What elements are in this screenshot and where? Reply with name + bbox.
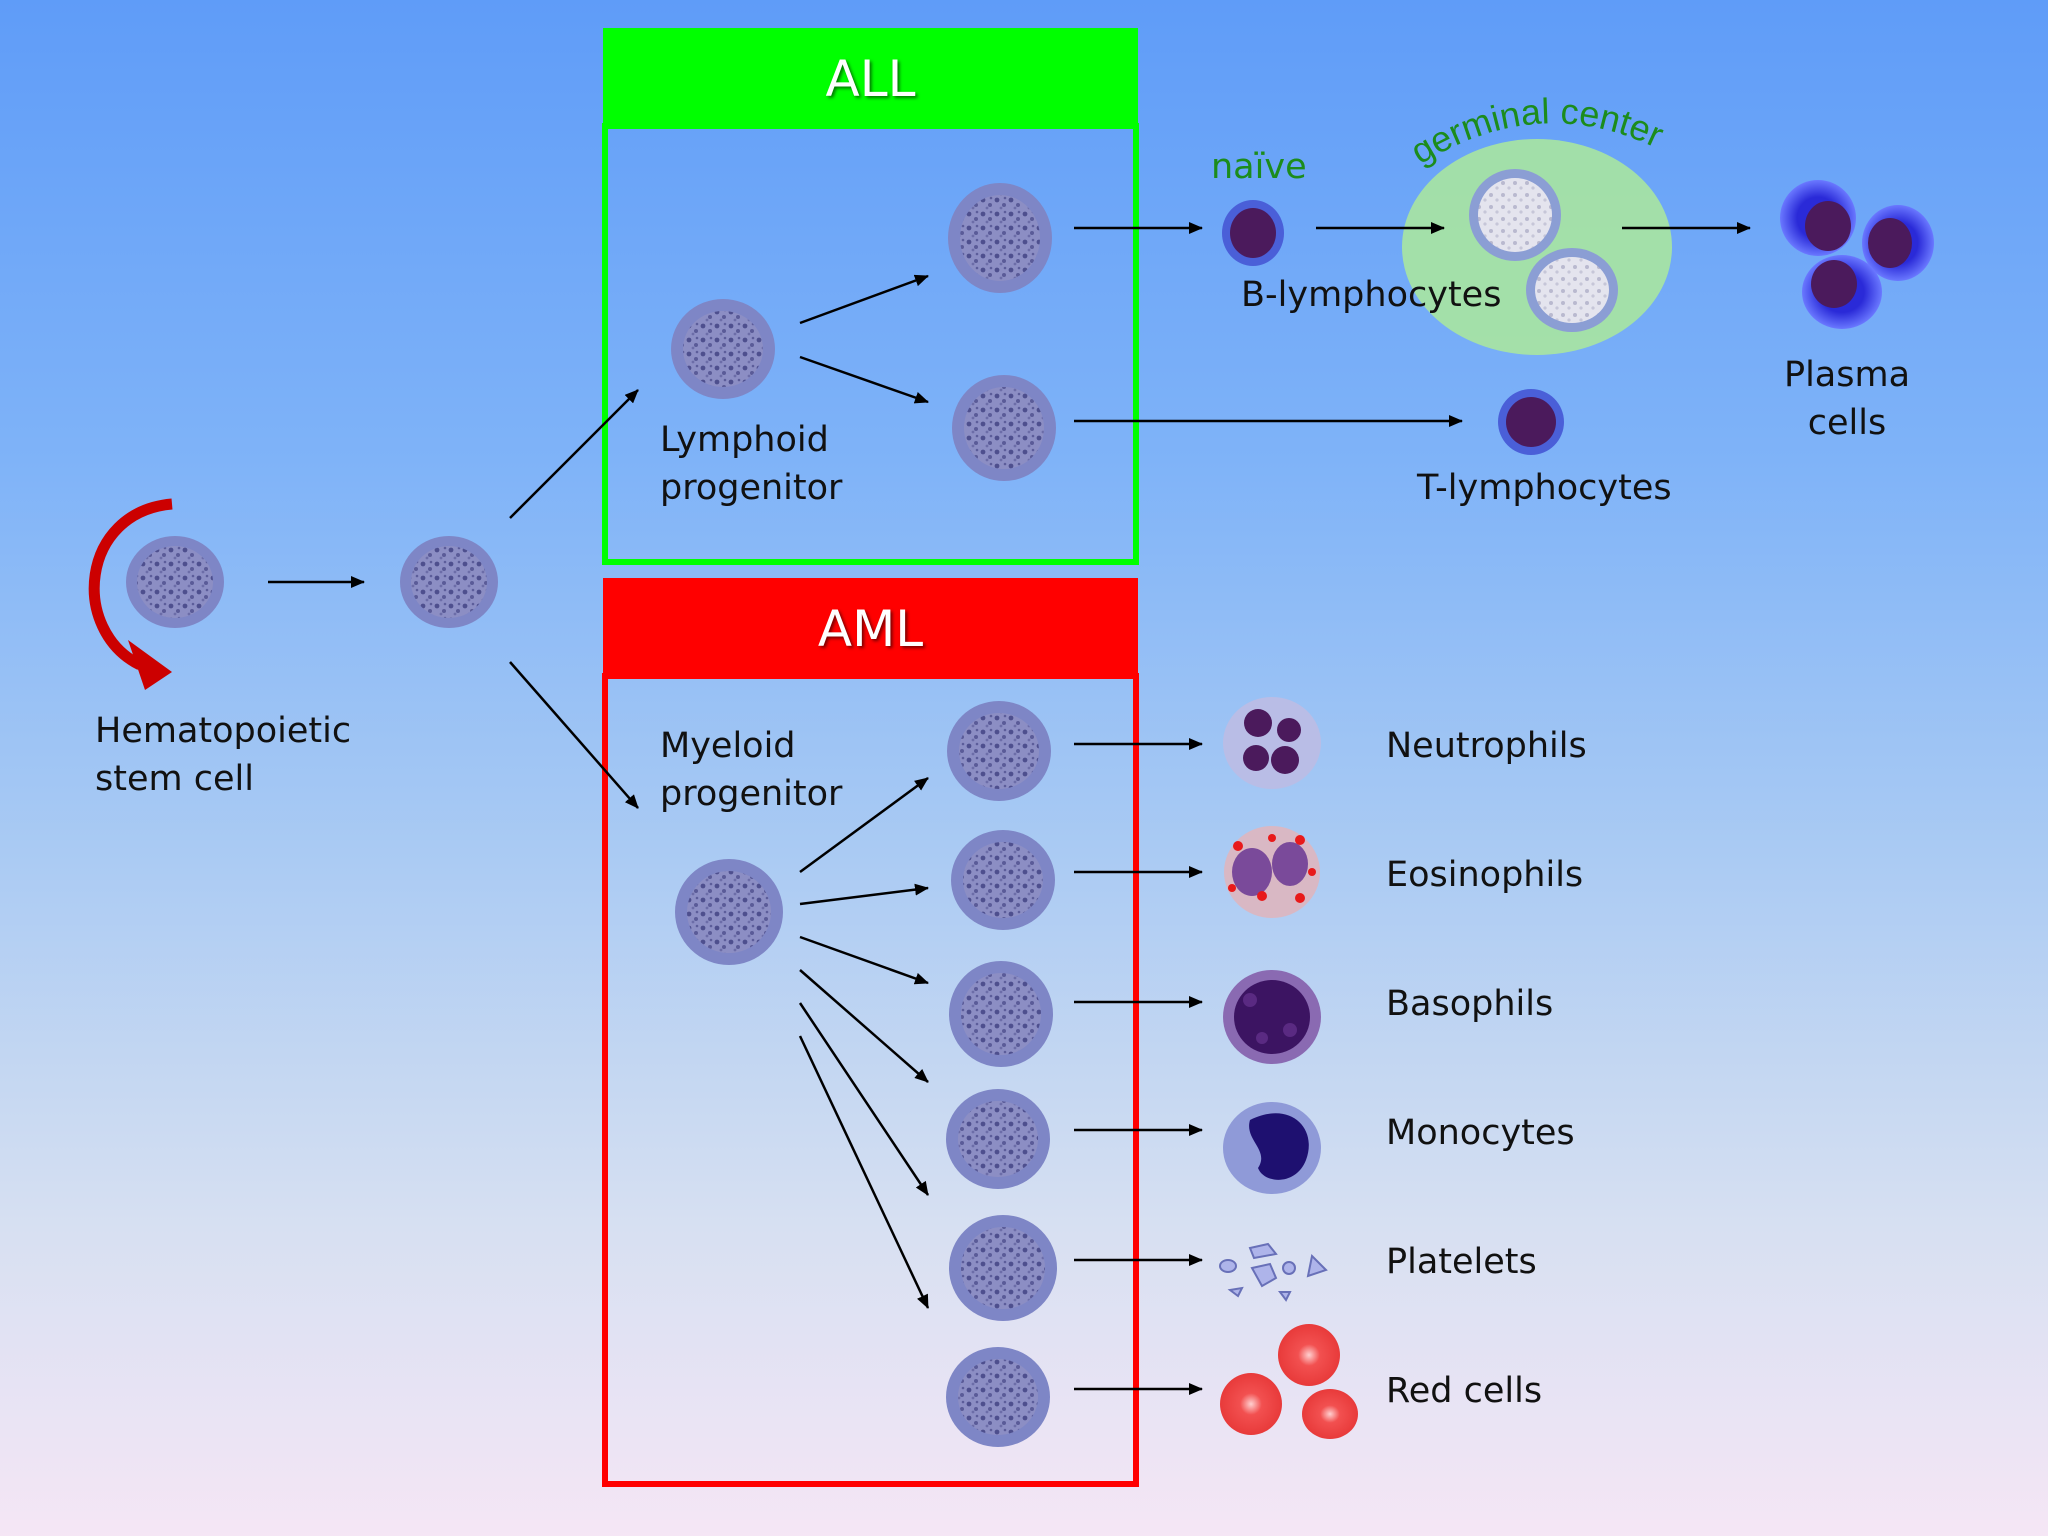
stem-cell-label-line2: stem cell: [95, 759, 254, 799]
germinal-center-b-cell-1: [1469, 169, 1561, 261]
mature-cells: [1219, 169, 1934, 1439]
arrow-lymphoid-to-b: [799, 274, 929, 325]
arrow-myeloid-6: [798, 1035, 930, 1309]
hsc-cell: [126, 536, 224, 628]
monocytes-label: Monocytes: [1386, 1113, 1575, 1153]
basophil-precursor-cell: [949, 961, 1053, 1067]
basophils-label: Basophils: [1386, 984, 1554, 1024]
monocyte-cell: [1223, 1102, 1321, 1194]
arrow-myeloid-5: [798, 1002, 930, 1196]
megakaryocyte-precursor-cell: [949, 1215, 1057, 1321]
multipotent-progenitor-cell: [400, 536, 498, 628]
germinal-center-b-cell-2: [1526, 248, 1618, 332]
aml-frame: [602, 673, 1139, 1487]
all-title: ALL: [825, 50, 916, 108]
plasma-cell-3: [1802, 255, 1882, 329]
t-lymphocytes-label: T-lymphocytes: [1417, 468, 1672, 508]
arrow-myeloid-1: [799, 776, 929, 874]
lymphoid-label-line2: progenitor: [660, 468, 843, 508]
red-cells-label: Red cells: [1386, 1371, 1543, 1411]
naive-b-cell: [1222, 200, 1284, 266]
eosinophil-precursor-cell: [951, 830, 1055, 930]
arrow-myeloid-4: [799, 969, 929, 1083]
b-lymphocytes-label: B-lymphocytes: [1241, 275, 1502, 315]
plasma-label-line2: cells: [1807, 403, 1887, 443]
myeloid-label-line2: progenitor: [660, 774, 843, 814]
all-header: [603, 28, 1138, 128]
lymphoid-progenitor-cell: [671, 299, 775, 399]
arrow-lymphoid-to-t: [799, 355, 929, 404]
arrow-myeloid-2: [799, 883, 929, 906]
platelets-label: Platelets: [1386, 1242, 1537, 1282]
erythroid-precursor-cell: [946, 1347, 1050, 1447]
eosinophil-cell: [1224, 826, 1320, 918]
naive-label: naïve: [1211, 147, 1307, 187]
eosinophils-label: Eosinophils: [1386, 855, 1584, 895]
plasma-label-line1: Plasma: [1783, 355, 1911, 395]
all-frame: [602, 123, 1139, 565]
aml-box: [602, 578, 1139, 1487]
arrow-to-lymphoid: [509, 389, 639, 519]
neutrophils-label: Neutrophils: [1386, 726, 1587, 766]
progenitor-cells: [126, 183, 1057, 1447]
neutrophil-precursor-cell: [947, 701, 1051, 801]
lymphoid-label-line1: Lymphoid: [660, 420, 829, 460]
neutrophil-cell: [1223, 697, 1321, 789]
plasma-cell-2: [1862, 205, 1934, 281]
arrow-myeloid-3: [799, 935, 929, 985]
aml-title: AML: [817, 600, 924, 658]
platelets-cluster: [1219, 1242, 1328, 1302]
t-lymphocyte-cell: [1498, 389, 1564, 455]
aml-header: [603, 578, 1138, 678]
arrow-to-myeloid: [509, 661, 639, 809]
myeloid-label-line1: Myeloid: [660, 726, 796, 766]
plasma-cell-1: [1780, 180, 1856, 256]
b-lymphoblast-cell: [948, 183, 1052, 293]
t-lymphoblast-cell: [952, 375, 1056, 481]
stem-cell-label-line1: Hematopoietic: [95, 711, 352, 751]
all-box: [602, 28, 1139, 565]
red-cells-cluster: [1220, 1324, 1358, 1439]
self-renewal-arrow: [88, 498, 173, 690]
monocyte-precursor-cell: [946, 1089, 1050, 1189]
arrows: [268, 222, 1751, 1395]
myeloid-progenitor-cell: [675, 859, 783, 965]
basophil-cell: [1223, 970, 1321, 1064]
